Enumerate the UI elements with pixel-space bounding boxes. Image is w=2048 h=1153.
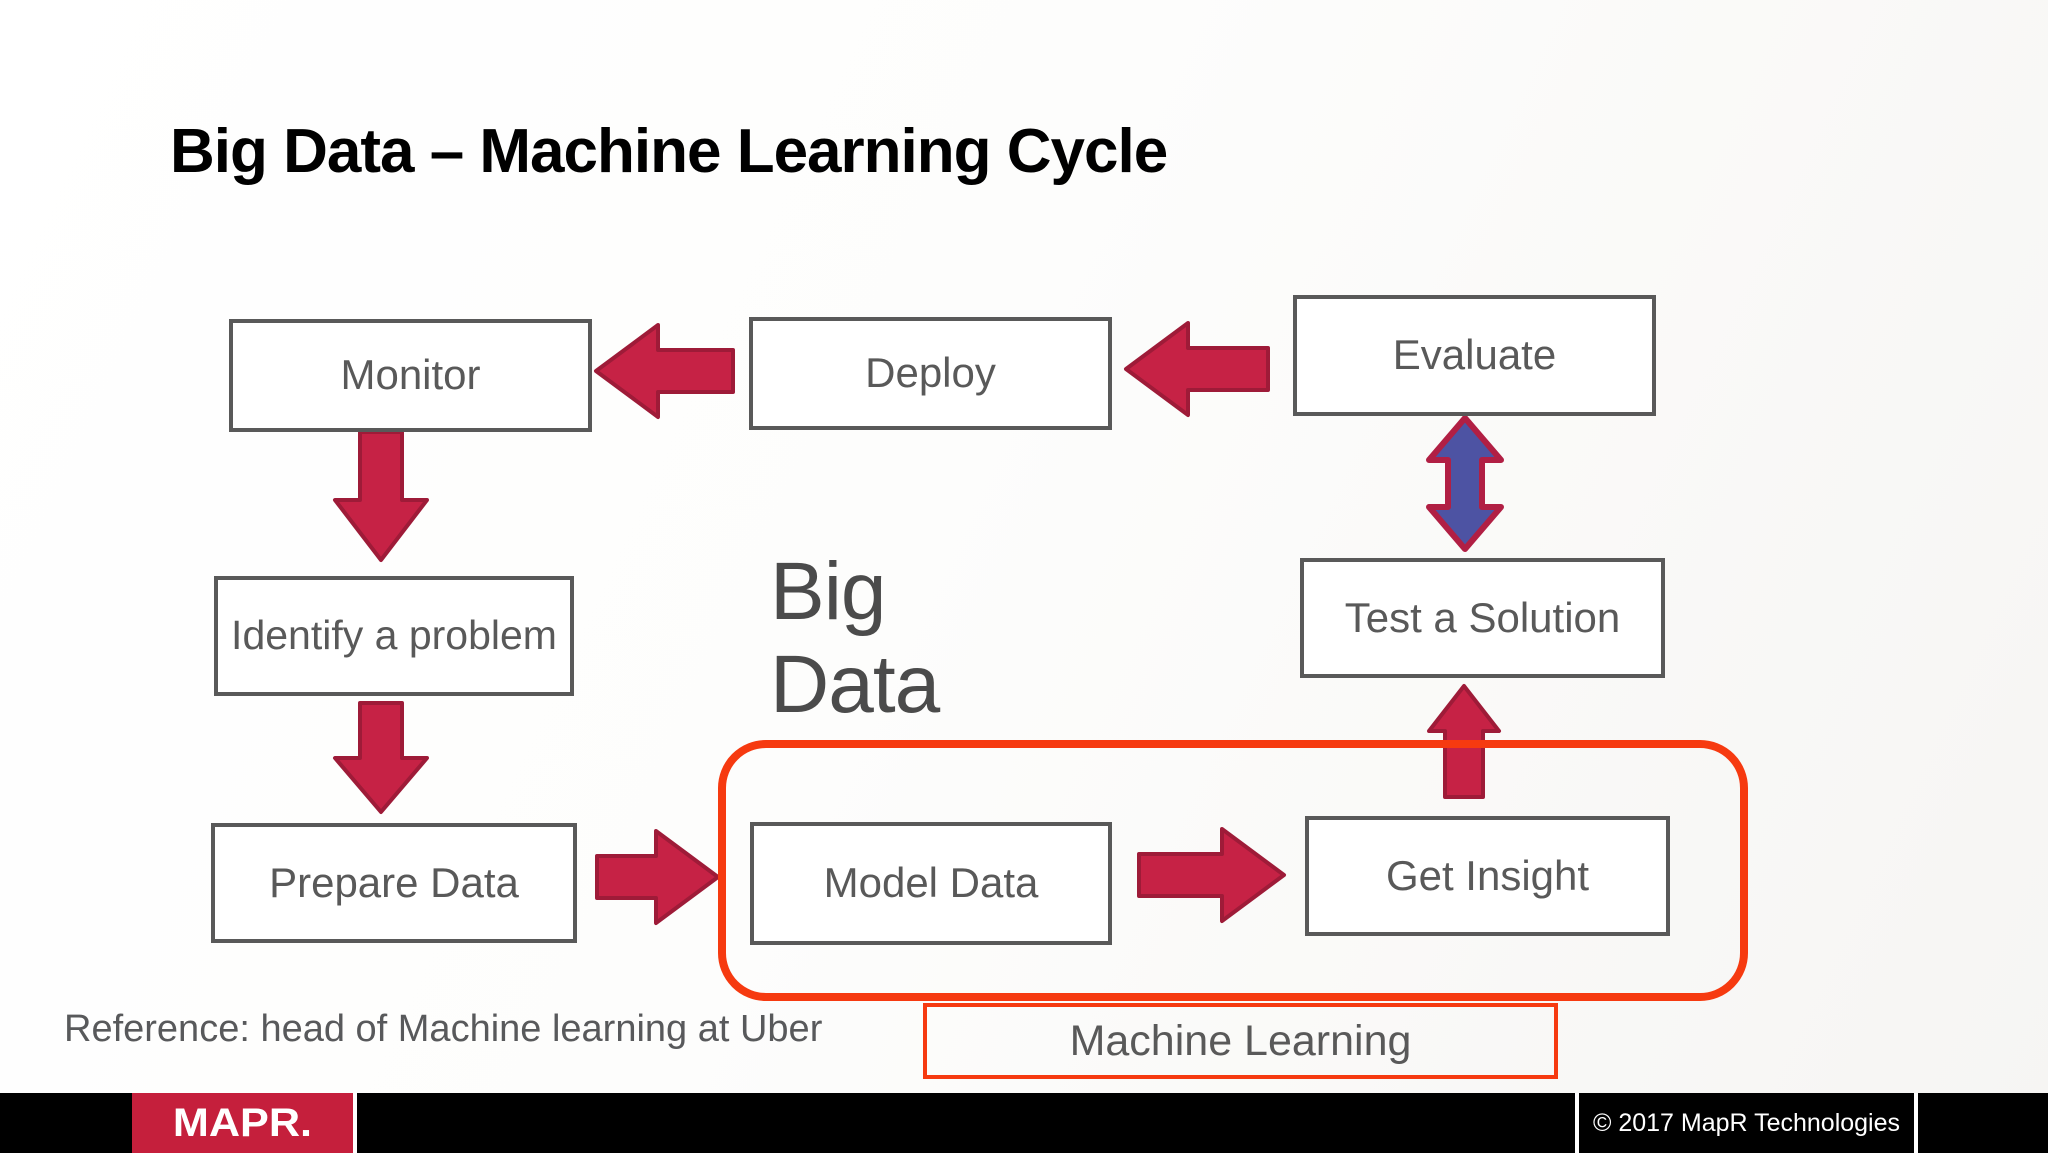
footer-bar: MAPR. © 2017 MapR Technologies xyxy=(0,1093,2048,1153)
footer-divider xyxy=(353,1093,357,1153)
node-get-insight: Get Insight xyxy=(1305,816,1670,936)
node-model-data: Model Data xyxy=(750,822,1112,945)
machine-learning-label-box: Machine Learning xyxy=(923,1003,1558,1079)
node-evaluate: Evaluate xyxy=(1293,295,1656,416)
arrow-identify-to-prepare-icon xyxy=(333,701,429,814)
arrow-model-to-insight-icon xyxy=(1137,827,1286,923)
footer-divider xyxy=(1914,1093,1918,1153)
arrow-prepare-to-model-icon xyxy=(595,829,720,925)
double-arrow-evaluate-test-icon xyxy=(1426,415,1504,552)
node-prepare-data: Prepare Data xyxy=(211,823,577,943)
node-identify-a-problem: Identify a problem xyxy=(214,576,574,696)
arrow-deploy-to-monitor-icon xyxy=(594,323,735,419)
node-deploy: Deploy xyxy=(749,317,1112,430)
big-data-line2: Data xyxy=(770,639,940,731)
mapr-logo-text: MAPR. xyxy=(172,1101,313,1145)
node-test-a-solution: Test a Solution xyxy=(1300,558,1665,678)
arrow-monitor-to-identify-icon xyxy=(333,430,429,562)
machine-learning-group-outline xyxy=(718,740,1748,1001)
reference-text: Reference: head of Machine learning at U… xyxy=(64,1008,823,1050)
footer-divider xyxy=(1575,1093,1579,1153)
machine-learning-label: Machine Learning xyxy=(1069,1016,1412,1065)
mapr-logo: MAPR. xyxy=(132,1093,353,1153)
copyright-text: © 2017 MapR Technologies xyxy=(1592,1108,1901,1137)
big-data-line1: Big xyxy=(770,546,887,637)
slide-title: Big Data – Machine Learning Cycle xyxy=(170,117,1168,186)
node-monitor: Monitor xyxy=(229,319,592,432)
arrow-evaluate-to-deploy-icon xyxy=(1124,321,1270,417)
big-data-label: Big Data xyxy=(770,545,940,732)
footer-copyright-segment: © 2017 MapR Technologies xyxy=(1579,1093,1914,1153)
